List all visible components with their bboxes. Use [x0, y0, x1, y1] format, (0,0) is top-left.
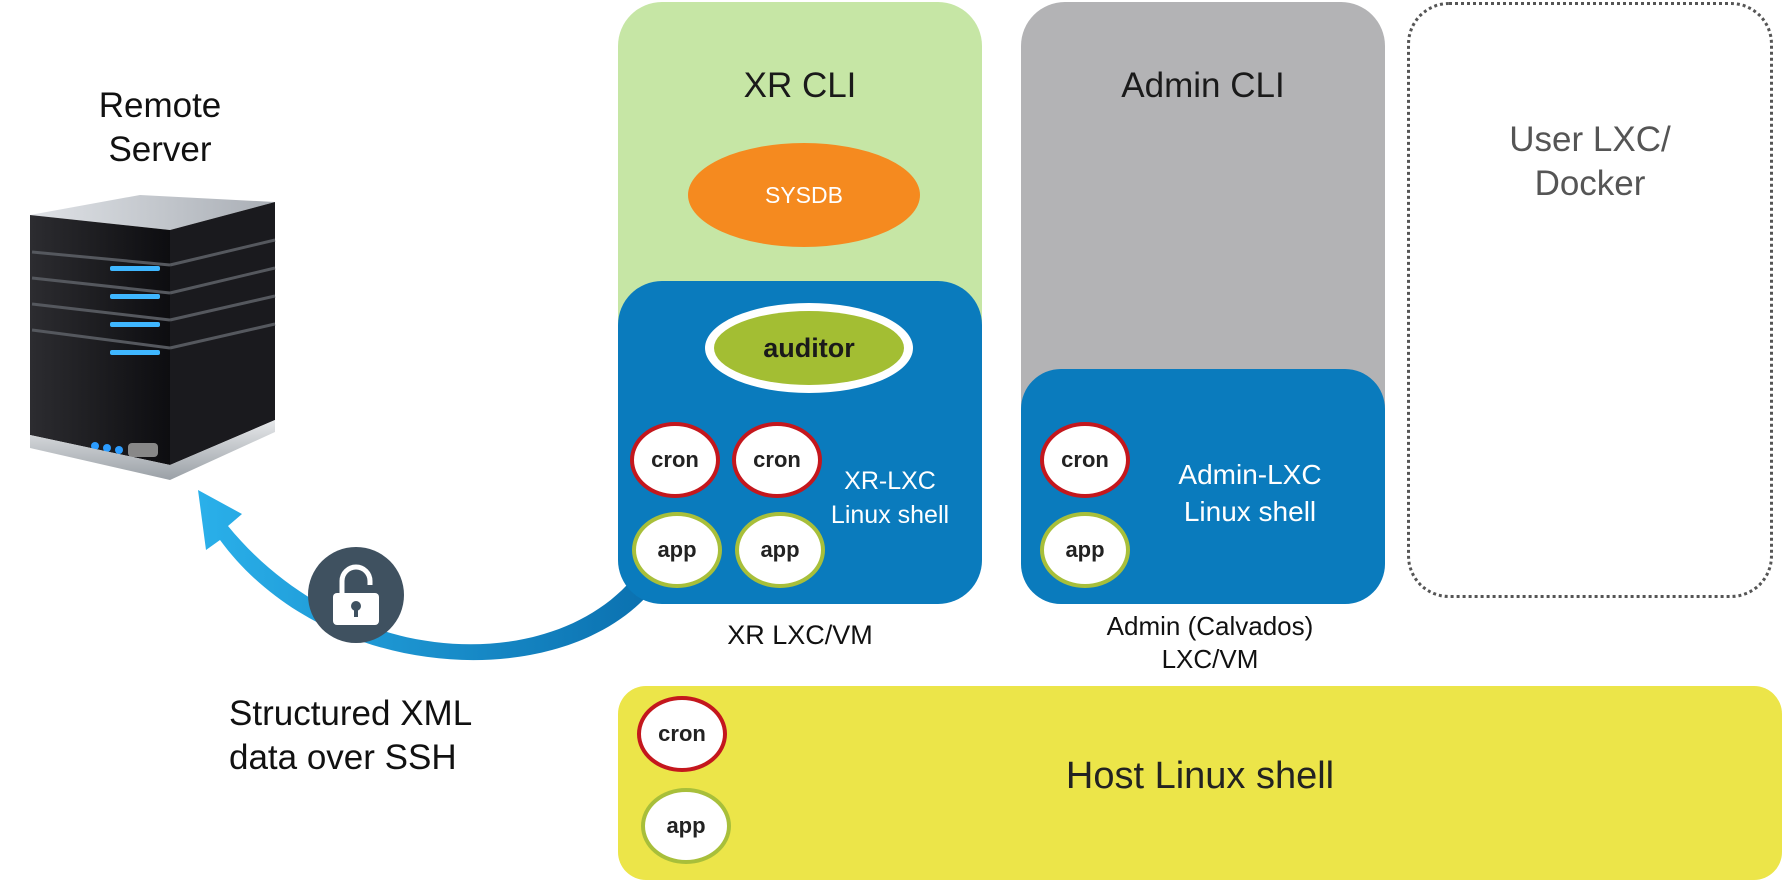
- xr-shell-label: XR-LXC Linux shell: [825, 464, 955, 532]
- transport-label: Structured XML data over SSH: [229, 694, 473, 777]
- admin-shell-label: Admin-LXC Linux shell: [1150, 456, 1350, 530]
- xr-caption: XR LXC/VM: [727, 620, 873, 650]
- host-linux-container: [618, 686, 1782, 880]
- admin-caption-line2: LXC/VM: [1161, 644, 1259, 674]
- admin-shell-line1: Admin-LXC: [1178, 459, 1322, 490]
- user-container-box: [1407, 2, 1773, 598]
- xr-app-node: app: [632, 512, 722, 588]
- xr-shell-line1: XR-LXC: [844, 467, 936, 495]
- lock-icon: [308, 547, 404, 643]
- sysdb-node: SYSDB: [688, 143, 920, 247]
- host-app-node: app: [641, 788, 731, 864]
- auditor-node: auditor: [714, 311, 904, 385]
- host-linux-label: Host Linux shell: [1065, 755, 1335, 797]
- server-icon: [30, 195, 276, 480]
- admin-cron-node: cron: [1040, 422, 1130, 498]
- admin-app-node: app: [1040, 512, 1130, 588]
- ssh-flow-arrow: [198, 490, 660, 661]
- xr-cron-node: cron: [630, 422, 720, 498]
- user-container-label: User LXC/ Docker: [1407, 118, 1773, 206]
- user-line2: Docker: [1534, 164, 1646, 203]
- admin-caption-line1: Admin (Calvados): [1106, 611, 1314, 641]
- user-line1: User LXC/: [1509, 120, 1671, 159]
- xr-cli-title: XR CLI: [743, 66, 857, 105]
- xr-shell-line2: Linux shell: [830, 501, 950, 529]
- admin-cli-title: Admin CLI: [1121, 66, 1285, 105]
- xr-cron-node: cron: [732, 422, 822, 498]
- admin-caption: Admin (Calvados) LXC/VM: [1060, 610, 1360, 676]
- xr-app-node: app: [735, 512, 825, 588]
- remote-server-label: Remote Server: [98, 86, 222, 169]
- admin-shell-line2: Linux shell: [1183, 496, 1317, 527]
- host-cron-node: cron: [637, 696, 727, 772]
